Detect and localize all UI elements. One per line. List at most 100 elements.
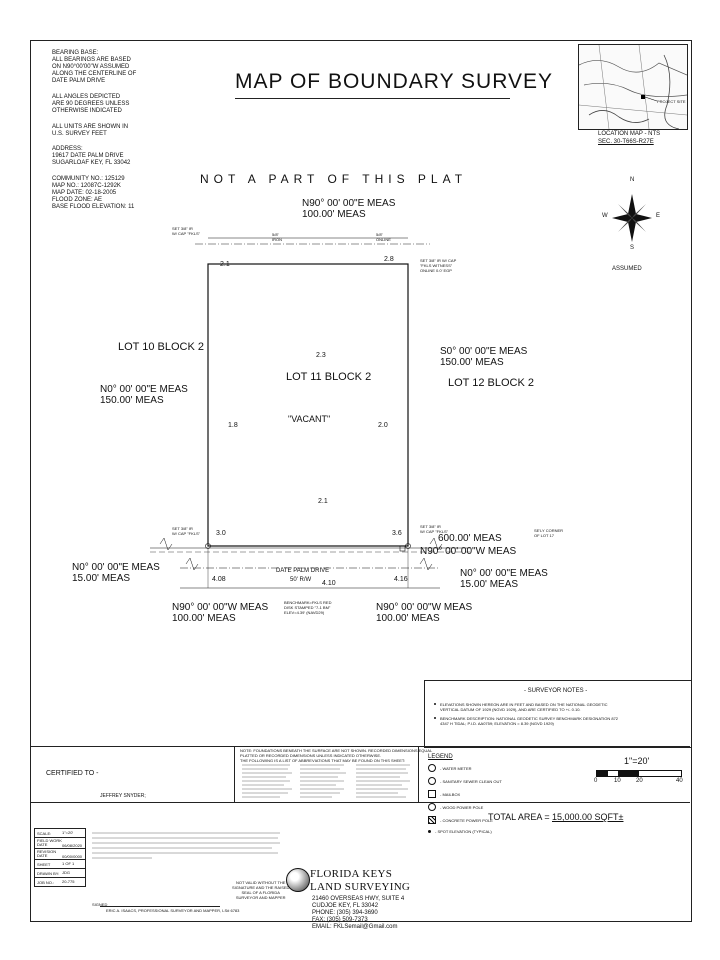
legend-concrete-pole: - CONCRETE POWER POLE (428, 816, 502, 824)
road-spot-middle: 4.10 (322, 580, 336, 587)
set-iron-top-right: SET 3/8" IR W/ CAP "FKLS WITNESS" ONLINE… (420, 258, 457, 273)
location-map-caption: LOCATION MAP - NTS (598, 131, 661, 137)
drawn-by-value: JDG (62, 870, 70, 875)
spot-elevation-8: 3.6 (392, 530, 402, 537)
surveyor-note-2: BENCHMARK DESCRIPTION: NATIONAL GEODETIC… (440, 716, 619, 726)
project-site-label: PROJECT SITE (657, 99, 686, 104)
bullet-1 (434, 703, 436, 705)
bottom-line-bearing: N90° 00' 00"W MEAS (420, 546, 517, 557)
benchmark-note: BENCHMARK=FKLS RED DISK STAMPED "7-1 BM"… (284, 600, 332, 615)
mailbox-icon (428, 790, 436, 798)
road-spot-left: 4.08 (212, 576, 226, 583)
north-label: N (630, 177, 635, 183)
scale-ratio: 1"=20' (624, 756, 650, 766)
title-block-table: SCALE: FIELD WORK DATE REVISION DATE SHE… (34, 828, 86, 887)
east-label: E (656, 213, 661, 219)
bottom-right-bearing: N90° 00' 00"W MEAS 100.00' MEAS (376, 602, 473, 624)
location-map-sketch (579, 45, 687, 129)
legend-title: LEGEND (428, 754, 453, 760)
legend-mailbox: - MAILBOX (428, 790, 502, 798)
company-name-1: FLORIDA KEYS (310, 868, 393, 880)
spot-elevation-2: 2.8 (384, 256, 394, 263)
north-arrow: N S W E (602, 177, 660, 254)
spot-elevation-4: 1.8 (228, 422, 238, 429)
left-bearing-meas: N0° 00' 00"E MEAS 150.00' MEAS (100, 384, 188, 406)
compass-rose-icon (612, 194, 652, 242)
set-iron-top-left: SET 3/8" IR W/ CAP "FKLS" (172, 226, 201, 236)
meas-600: 600.00' MEAS (438, 533, 502, 544)
legend-sewer: - SANITARY SEWER CLEAN OUT (428, 777, 502, 785)
abbreviation-note: NOTE: FOUNDATIONS BENEATH THE SURFACE AR… (240, 748, 433, 763)
title-underline (235, 98, 510, 99)
water-meter-icon (428, 764, 436, 772)
lot-10-label: LOT 10 BLOCK 2 (118, 341, 205, 353)
spot-elevation-5: 2.0 (378, 422, 388, 429)
certified-label: CERTIFIED TO - (46, 770, 99, 777)
bearing-base-note: BEARING BASE: ALL BEARINGS ARE BASED ON … (52, 50, 137, 84)
not-part-of-plat: NOT A PART OF THIS PLAT (200, 172, 468, 186)
concrete-pole-icon (428, 816, 436, 824)
assumed-label: ASSUMED (612, 266, 642, 272)
fence-note-left: 5/8" IRON (272, 232, 282, 242)
certified-name: JEFFREY SNYDER; (100, 793, 146, 799)
left-15-meas: N0° 00' 00"E MEAS 15.00' MEAS (72, 562, 160, 584)
road-name: DATE PALM DRIVE (276, 568, 330, 574)
angles-note: ALL ANGLES DEPICTED ARE 90 DEGREES UNLES… (52, 94, 130, 114)
top-bearing-meas: N90° 00' 00"E MEAS 100.00' MEAS (302, 198, 396, 220)
company-name-2: LAND SURVEYING (310, 881, 411, 893)
legend-water-meter: - WATER METER (428, 764, 502, 772)
right-15-meas: N0° 00' 00"E MEAS 15.00' MEAS (460, 568, 548, 590)
surveyor-note-1: ELEVATIONS SHOWN HEREON ARE IN FEET AND … (440, 702, 608, 712)
scale-tick-20: 20 (636, 778, 643, 784)
address-note: ADDRESS: 19617 DATE PALM DRIVE SUGARLOAF… (52, 146, 131, 166)
scale-tick-10: 10 (614, 778, 621, 784)
field-date-value: 06/08/2020 (62, 843, 83, 848)
company-globe-icon (286, 868, 310, 892)
surveyor-notes-box (424, 680, 691, 748)
surveyor-name: ERIC A. ISAACS, PROFESSIONAL SURVEYOR AN… (106, 908, 240, 913)
bottom-left-bearing: N90° 00' 00"W MEAS 100.00' MEAS (172, 602, 269, 624)
scale-value: 1"=20' (62, 830, 74, 835)
bottom-section-top (30, 746, 690, 747)
wood-pole-icon (428, 803, 436, 811)
total-area-value: 15,000.00 SQFT± (552, 812, 624, 822)
spot-elevation-6: 2.1 (318, 498, 328, 505)
lot-11-label: LOT 11 BLOCK 2 (286, 371, 372, 383)
fence-note-right: 5/8" ONLINE (376, 232, 391, 242)
lot-17-corner-note: SE'LY CORNER OF LOT 17 (534, 528, 564, 538)
community-note: COMMUNITY NO.: 125129 MAP NO.: 12087C-12… (52, 176, 135, 210)
bullet-2 (434, 717, 436, 719)
location-map-section: SEC. 30-T66S-R27E (598, 139, 654, 145)
set-iron-bottom-right: SET 3/8" IR W/ CAP "FKLS" (420, 524, 449, 534)
vacant-label: "VACANT" (288, 414, 331, 424)
south-label: S (630, 245, 635, 251)
spot-elevation-1: 2.1 (220, 261, 230, 268)
total-area-label: TOTAL AREA = (488, 812, 550, 822)
spot-elevation-7: 3.0 (216, 530, 226, 537)
west-label: W (602, 213, 608, 219)
scale-tick-40: 40 (676, 778, 683, 784)
not-valid-note: NOT VALID WITHOUT THE SIGNATURE AND THE … (232, 880, 290, 900)
scale-tick-0: 0 (594, 778, 598, 784)
legend-wood-pole: - WOOD POWER POLE (428, 803, 502, 811)
revision-date-value: 00/00/0000 (62, 854, 83, 859)
spot-elevation-icon (428, 830, 431, 833)
legend-spot: - SPOT ELEVATION (TYPICAL) (428, 829, 502, 834)
road-rw: 50' R/W (290, 577, 312, 583)
scale-bar (596, 770, 682, 777)
legend-list: - WATER METER - SANITARY SEWER CLEAN OUT… (428, 764, 502, 839)
units-note: ALL UNITS ARE SHOWN IN U.S. SURVEY FEET (52, 124, 129, 137)
spot-elevation-3: 2.3 (316, 352, 326, 359)
certified-divider (234, 746, 235, 802)
page-title: MAP OF BOUNDARY SURVEY (235, 70, 554, 93)
abbrev-divider (418, 746, 419, 802)
job-number-value: 20-775 (62, 879, 75, 884)
signature-line (100, 906, 220, 907)
right-bearing-meas: S0° 00' 00"E MEAS 150.00' MEAS (440, 346, 528, 368)
signed-label: SIGNED (92, 902, 108, 907)
bottom-section-mid (30, 802, 690, 803)
certification-text (92, 832, 280, 859)
set-iron-bottom-left: SET 3/8" IR W/ CAP "FKLS" (172, 526, 201, 536)
abbreviation-list (242, 764, 410, 798)
sheet-value: 1 OF 1 (62, 861, 75, 866)
